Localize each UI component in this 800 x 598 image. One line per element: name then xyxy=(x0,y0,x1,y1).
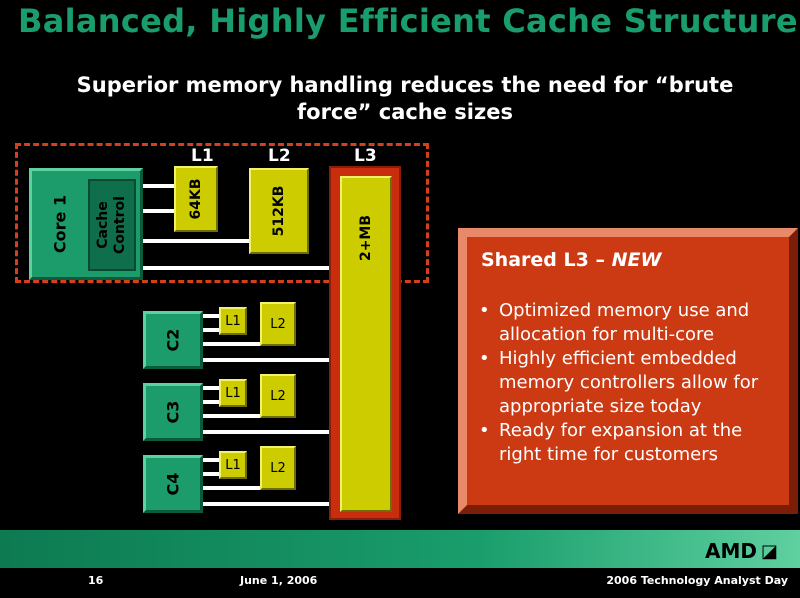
c4-l2-link xyxy=(203,486,260,490)
callout-bullet: Highly efficient embedded memory control… xyxy=(477,347,787,419)
core1-l3-link xyxy=(143,266,329,270)
shared-l3-block: 2+MB xyxy=(329,166,401,520)
shared-l3-cache: 2+MB xyxy=(340,176,392,512)
l3-size: 2+MB xyxy=(358,214,374,261)
core3-l1-block: L1 xyxy=(219,379,247,407)
callout-title-prefix: Shared L3 – xyxy=(481,249,612,271)
core1-l1-link xyxy=(143,184,174,188)
core4-block: C4 xyxy=(143,455,203,513)
c4-l1-link xyxy=(203,458,219,462)
c3-l3-link xyxy=(203,430,329,434)
cache-control-block: Cache Control xyxy=(88,179,136,271)
footer-band: AMD ◪ xyxy=(0,530,800,568)
l3-level-label: L3 xyxy=(354,146,377,166)
core3-label: C3 xyxy=(163,400,183,424)
callout-bullet: Optimized memory use and allocation for … xyxy=(477,299,787,347)
core4-l2-label: L2 xyxy=(270,460,286,476)
core2-l2-label: L2 xyxy=(270,316,286,332)
l1-level-label: L1 xyxy=(191,146,214,166)
callout-title: Shared L3 – NEW xyxy=(481,249,661,271)
callout-bullet: Ready for expansion at the right time fo… xyxy=(477,419,787,467)
core3-l1-label: L1 xyxy=(225,385,241,401)
core1-l1-link xyxy=(143,209,174,213)
core1-l2-link xyxy=(143,239,249,243)
footer-event: 2006 Technology Analyst Day xyxy=(606,574,788,587)
shared-l3-callout: Shared L3 – NEW Optimized memory use and… xyxy=(458,228,798,514)
core1-cache-boundary xyxy=(15,143,429,283)
core2-l1-block: L1 xyxy=(219,307,247,335)
core1-l2-size: 512KB xyxy=(271,185,287,237)
footer-date: June 1, 2006 xyxy=(240,574,318,587)
amd-arrow-icon: ◪ xyxy=(760,540,778,562)
core4-l1-label: L1 xyxy=(225,457,241,473)
core1-l2-block: 512KB xyxy=(249,168,309,254)
c3-l2-link xyxy=(203,414,260,418)
c3-l1-link xyxy=(203,400,219,404)
amd-logo: AMD ◪ xyxy=(705,539,778,563)
core4-label: C4 xyxy=(163,472,183,496)
core3-l2-block: L2 xyxy=(260,374,296,418)
core1-block: Core 1 Cache Control xyxy=(29,168,143,280)
core3-block: C3 xyxy=(143,383,203,441)
slide-subtitle: Superior memory handling reduces the nee… xyxy=(76,73,734,124)
core2-label: C2 xyxy=(163,328,183,352)
page-number: 16 xyxy=(88,574,104,587)
c2-l2-link xyxy=(203,342,260,346)
c2-l1-link xyxy=(203,314,219,318)
logo-text: AMD xyxy=(705,539,757,563)
core2-block: C2 xyxy=(143,311,203,369)
cache-control-label: Cache Control xyxy=(95,196,128,254)
c2-l3-link xyxy=(203,358,329,362)
callout-bullets: Optimized memory use and allocation for … xyxy=(477,299,787,467)
core2-l1-label: L1 xyxy=(225,313,241,329)
core1-l1-block: 64KB xyxy=(174,166,218,232)
slide-title: Balanced, Highly Efficient Cache Structu… xyxy=(18,2,798,40)
callout-title-new: NEW xyxy=(611,249,662,271)
core3-l2-label: L2 xyxy=(270,388,286,404)
c4-l3-link xyxy=(203,502,329,506)
core1-l1-size: 64KB xyxy=(188,178,204,220)
c3-l1-link xyxy=(203,386,219,390)
c2-l1-link xyxy=(203,328,219,332)
core2-l2-block: L2 xyxy=(260,302,296,346)
core4-l1-block: L1 xyxy=(219,451,247,479)
core4-l2-block: L2 xyxy=(260,446,296,490)
core1-label: Core 1 xyxy=(50,194,70,254)
c4-l1-link xyxy=(203,472,219,476)
l2-level-label: L2 xyxy=(268,146,291,166)
